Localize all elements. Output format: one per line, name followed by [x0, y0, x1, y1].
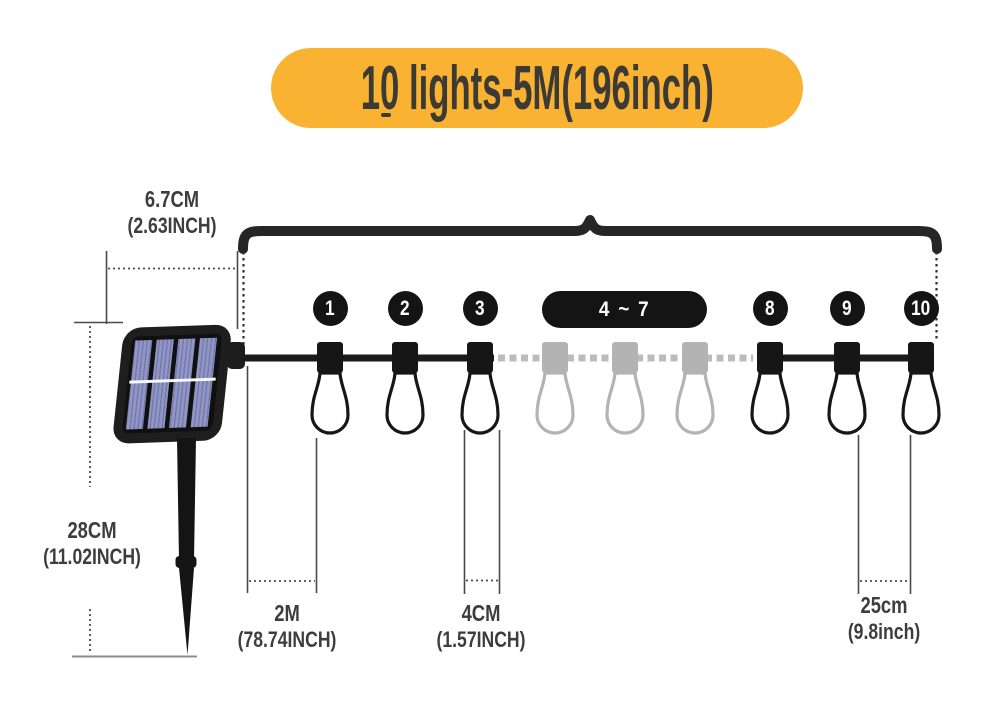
bulb-2 [385, 340, 425, 435]
dim-bulb-width-lines [463, 430, 501, 594]
light-marker-9: 9 [829, 291, 865, 326]
dim-lead-wire-lines [246, 366, 318, 593]
bulb-3 [460, 340, 500, 435]
dim-stake-height-label: 28CM (11.02INCH) [43, 517, 141, 569]
bulb-hidden-c [675, 340, 715, 435]
dim-lead-wire-label: 2M (78.74INCH) [237, 600, 337, 652]
bulb-hidden-b [605, 340, 645, 435]
light-marker-range-4-7: 4 ~ 7 [542, 291, 707, 328]
bulb-10 [901, 340, 941, 435]
title-banner: 10 lights-5M(196inch) [271, 48, 803, 128]
total-length-brace [238, 215, 942, 254]
title-banner-label: 10 lights-5M(196inch) [360, 53, 714, 123]
dim-bulb-spacing-lines [857, 435, 912, 594]
ground-stake [175, 438, 197, 655]
light-marker-2: 2 [387, 291, 423, 326]
dim-panel-width-lines [105, 251, 239, 329]
dim-panel-width-label: 6.7CM (2.63INCH) [127, 186, 217, 238]
light-marker-10: 10 [903, 291, 939, 326]
light-marker-1: 1 [312, 291, 348, 326]
dim-bulb-spacing-label: 25cm (9.8inch) [847, 592, 921, 644]
dim-stake-height-lines [72, 321, 197, 658]
bulb-8 [750, 340, 790, 435]
banner-underline-mark [381, 113, 391, 117]
panel-cable-connector [227, 342, 245, 369]
bulb-9 [827, 340, 867, 435]
light-marker-3: 3 [462, 291, 498, 326]
dim-bulb-width-label: 4CM (1.57INCH) [436, 600, 526, 652]
panel-divider-line [129, 377, 216, 384]
light-marker-8: 8 [752, 291, 788, 326]
solar-panel [113, 324, 245, 655]
bulb-hidden-a [535, 340, 575, 435]
bulb-1 [310, 340, 350, 435]
